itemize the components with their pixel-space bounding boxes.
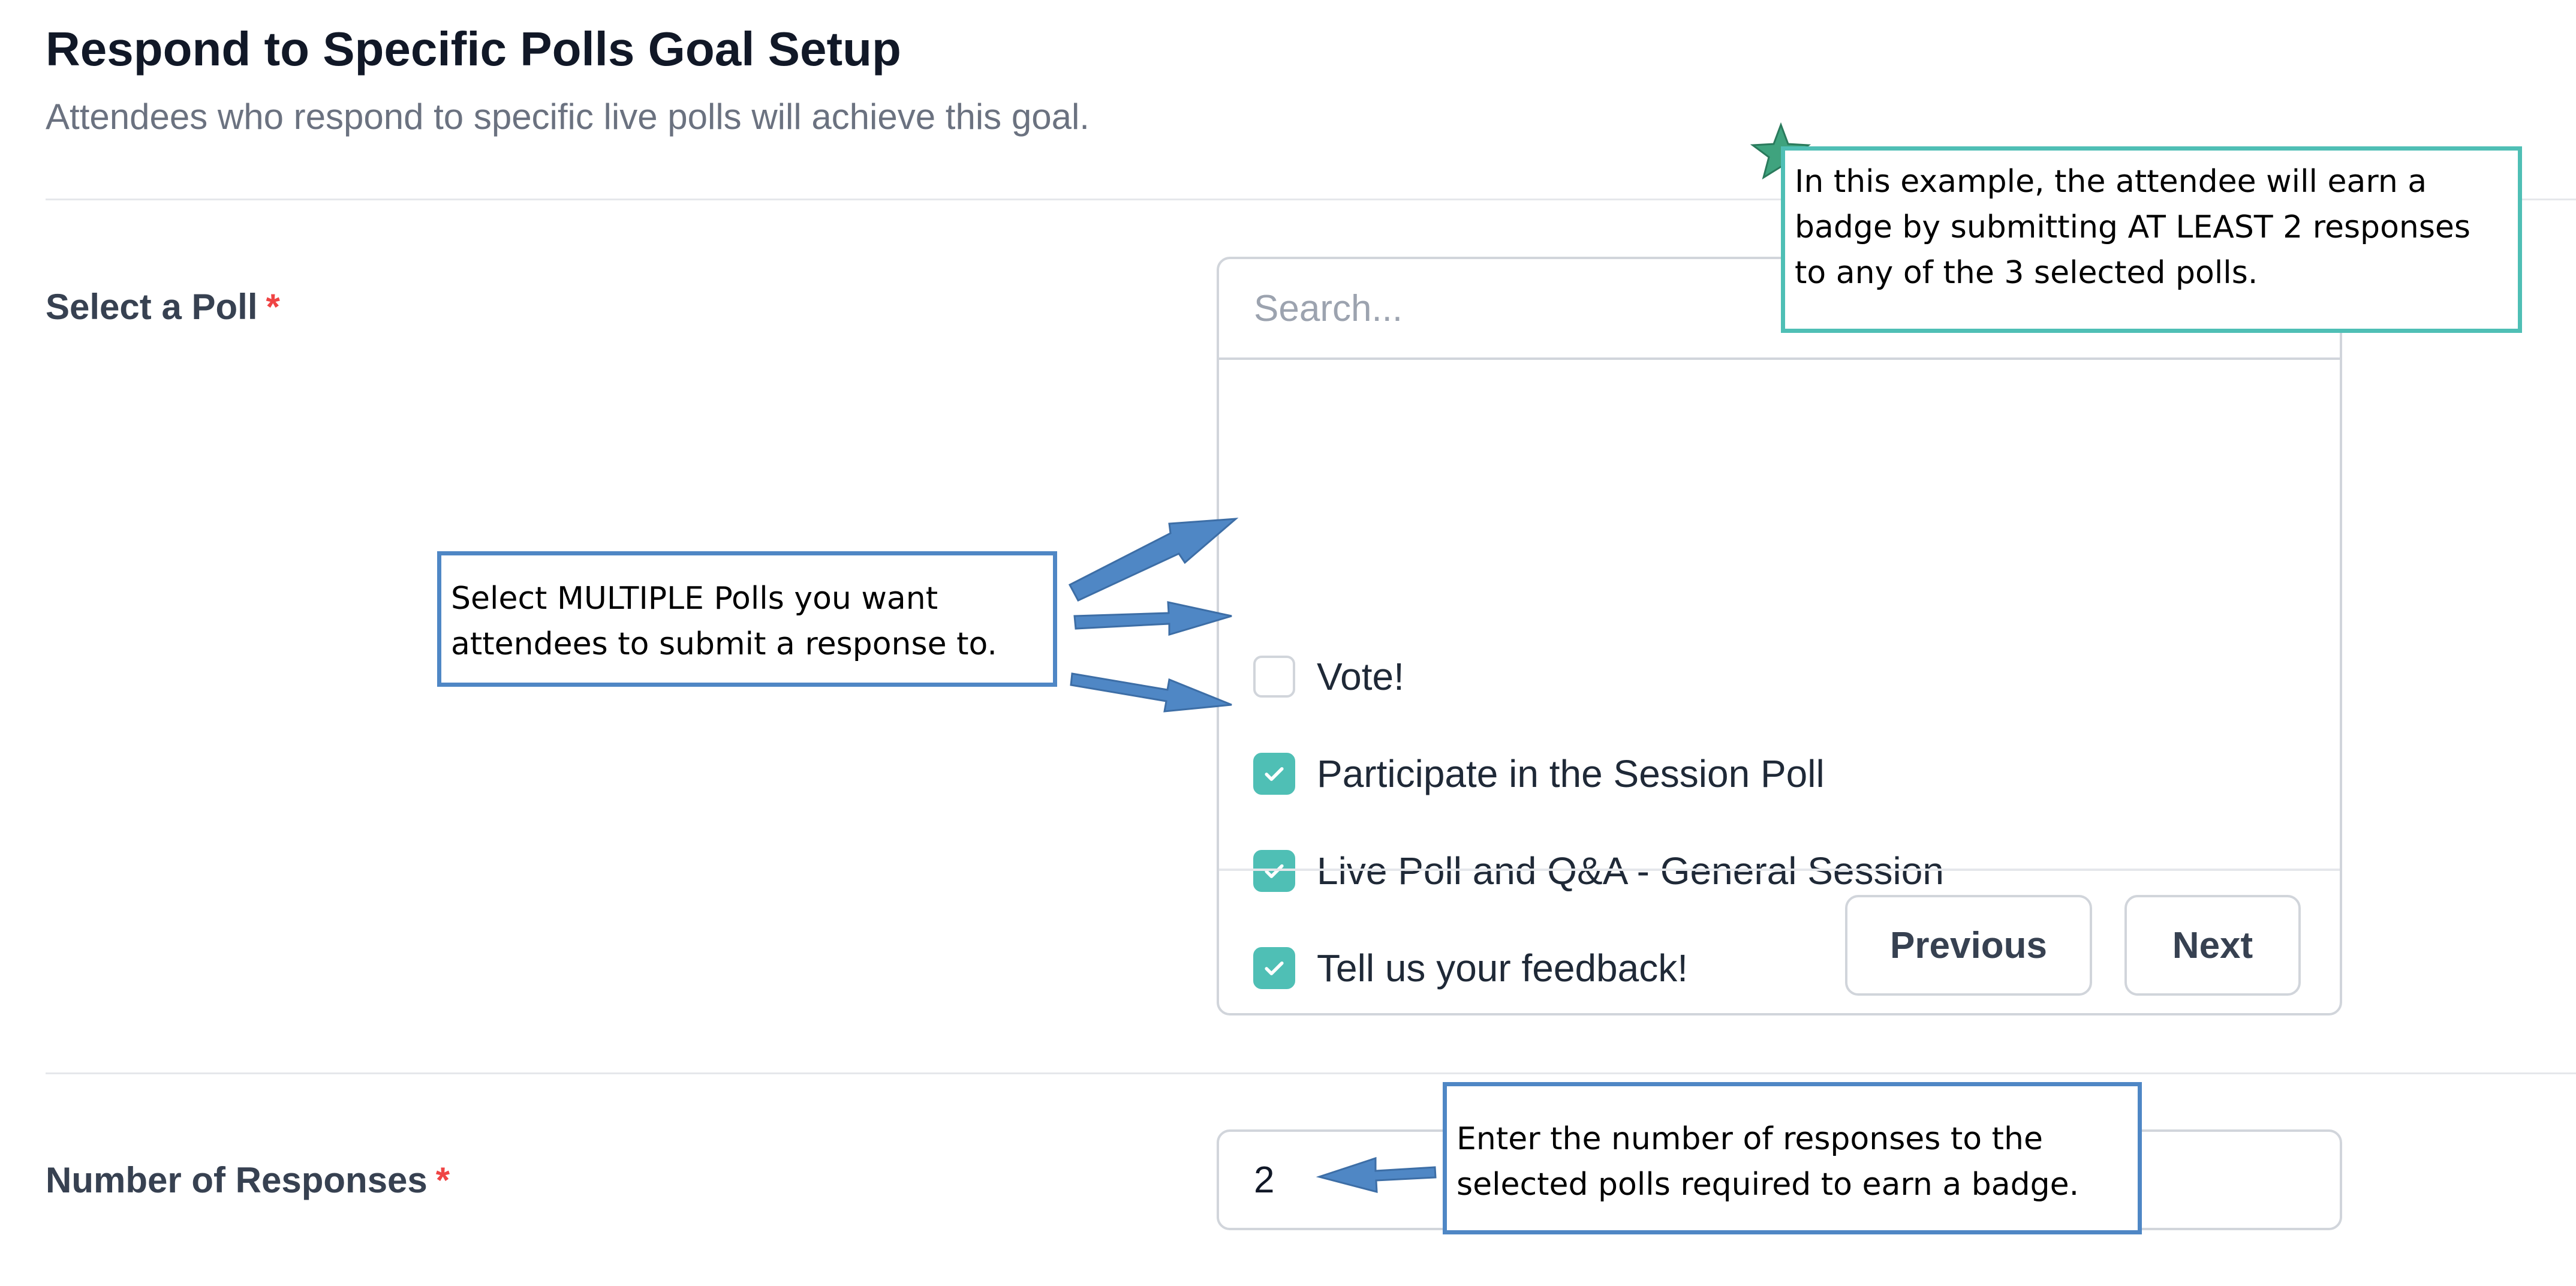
poll-option-label: Vote! (1317, 655, 1404, 698)
previous-button[interactable]: Previous (1845, 895, 2092, 996)
required-mark: * (266, 287, 280, 327)
poll-checkbox[interactable] (1253, 656, 1295, 698)
page-subtitle: Attendees who respond to specific live p… (46, 97, 1090, 137)
arrow-icon (1070, 672, 1232, 713)
poll-checkbox[interactable] (1253, 850, 1295, 892)
poll-option-label: Tell us your feedback! (1317, 947, 1688, 990)
callout-responses-note: Enter the number of responses to the sel… (1443, 1082, 2142, 1234)
number-of-responses-label-text: Number of Responses (46, 1160, 428, 1200)
number-of-responses-label: Number of Responses* (46, 1150, 450, 1210)
divider (46, 1072, 2576, 1074)
check-icon (1265, 767, 1284, 781)
poll-option-general-session[interactable]: Live Poll and Q&A - General Session (1253, 835, 2309, 907)
page-title: Respond to Specific Polls Goal Setup (46, 22, 901, 76)
divider (46, 199, 2576, 200)
required-mark: * (435, 1160, 450, 1200)
check-icon (1265, 962, 1284, 975)
poll-option-vote[interactable]: Vote! (1253, 641, 2309, 713)
poll-checkbox[interactable] (1253, 753, 1295, 795)
callout-polls-note: Select MULTIPLE Polls you want attendees… (437, 551, 1057, 687)
poll-option-label: Live Poll and Q&A - General Session (1317, 849, 1944, 893)
poll-option-label: Participate in the Session Poll (1317, 752, 1825, 795)
poll-option-session-poll[interactable]: Participate in the Session Poll (1253, 738, 2309, 810)
poll-checkbox[interactable] (1253, 947, 1295, 989)
callout-example-note: In this example, the attendee will earn … (1781, 146, 2522, 333)
poll-picker: Vote! Participate in the Session Poll Li… (1217, 257, 2342, 1015)
arrow-icon (1068, 518, 1239, 602)
check-icon (1265, 864, 1284, 878)
arrow-icon (1073, 601, 1232, 636)
next-button[interactable]: Next (2124, 895, 2301, 996)
select-poll-label-text: Select a Poll (46, 287, 258, 327)
select-poll-label: Select a Poll* (46, 277, 280, 337)
poll-option-feedback[interactable]: Tell us your feedback! (1253, 932, 2309, 1004)
picker-footer-divider (1219, 869, 2340, 871)
